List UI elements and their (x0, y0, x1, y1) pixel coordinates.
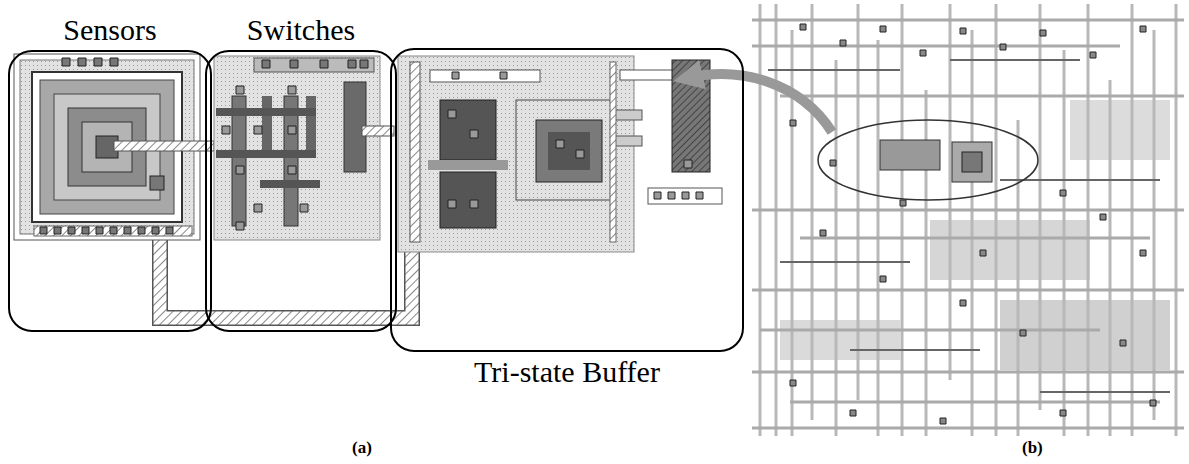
chip-layout-part (780, 320, 900, 360)
region-outline (390, 48, 744, 352)
switch-layout-part (216, 108, 316, 116)
buffer-layout-part (448, 72, 703, 208)
chip-layout-part (768, 60, 1170, 392)
region-label: Tri-state Buffer (390, 352, 744, 392)
buffer-layout-part (428, 160, 508, 170)
buffer-layout (398, 56, 722, 252)
buffer-layout-part (610, 62, 616, 242)
metal-wire-part (160, 238, 412, 318)
region-label: Switches (205, 10, 397, 50)
metal-wire (160, 238, 412, 318)
buffer-layout-part (398, 56, 634, 252)
region-group: Sensors (8, 10, 212, 332)
chip-layout (752, 4, 1184, 436)
region-group: Tri-state Buffer (390, 48, 744, 392)
switch-layout (214, 56, 394, 240)
region-group: Switches (205, 10, 397, 332)
chip-layout-part (818, 120, 1038, 200)
switch-layout-part (262, 96, 272, 156)
switch-layout-part (216, 150, 316, 158)
region-outline (205, 50, 397, 332)
sensor-layout (14, 54, 214, 240)
zoom-arrow-part (688, 74, 832, 132)
buffer-layout-part (536, 120, 602, 182)
buffer-layout-part (516, 100, 614, 200)
sensor-layout-part (150, 176, 164, 190)
region-outline (8, 50, 212, 332)
panel-label: (a) (352, 438, 372, 458)
chip-layout-part (790, 24, 1156, 424)
chip-layout-part (962, 152, 982, 172)
chip-layout-part (880, 140, 940, 170)
zoom-arrow (688, 74, 832, 132)
switch-layout-part (222, 86, 308, 230)
chip-layout-part (930, 220, 1090, 280)
buffer-layout-part (440, 100, 496, 160)
chip-layout-part (752, 20, 1184, 428)
switch-layout-part (260, 180, 320, 188)
buffer-layout-part (410, 62, 420, 242)
switch-layout-part (306, 96, 316, 156)
sensor-layout-part (114, 141, 214, 151)
region-label: Sensors (8, 10, 212, 50)
switch-layout-part (254, 58, 374, 72)
buffer-layout-part (430, 70, 540, 82)
chip-layout-part (752, 4, 1184, 436)
chip-layout-part (952, 142, 992, 182)
metal-wire-part (160, 238, 412, 318)
panel-label: (b) (1022, 438, 1043, 458)
switch-layout-part (262, 60, 368, 68)
switch-layout-part (214, 56, 380, 240)
sensor-layout-part (40, 58, 173, 234)
